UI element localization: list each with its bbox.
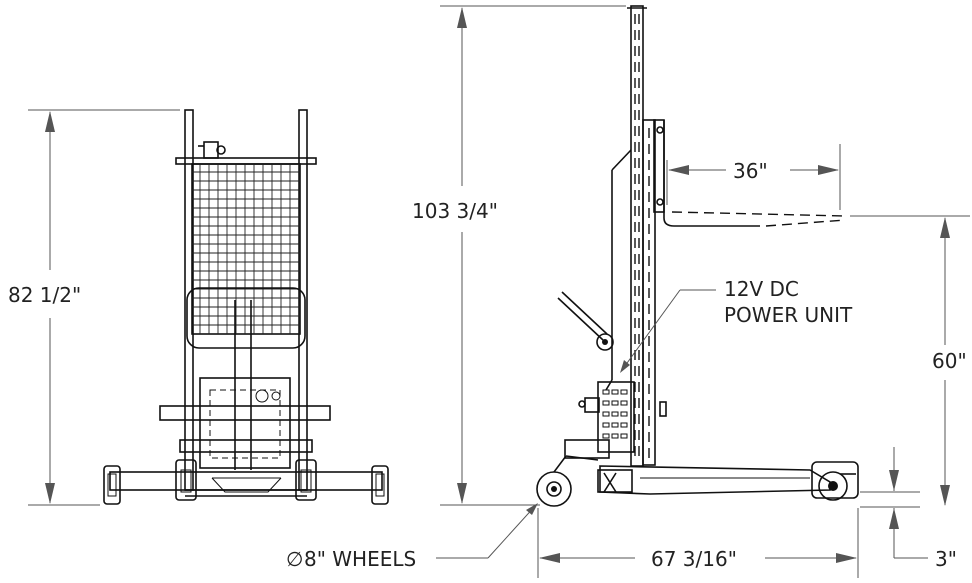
dimension-overall-height: 103 3/4" (412, 5, 626, 506)
mesh-guard (191, 163, 301, 335)
front-view (103, 109, 389, 505)
dimension-lift-height: 60" (850, 215, 970, 506)
callout-wheels: ∅ 8" WHEELS (286, 503, 538, 571)
dim-label-front-height: 82 1/2" (8, 283, 81, 307)
steer-wheel (536, 455, 599, 507)
dimension-front-height: 82 1/2" (8, 109, 180, 506)
dimension-ground-clearance: 3" (860, 447, 957, 571)
dim-label-overall-height: 103 3/4" (412, 199, 498, 223)
front-wheel-left-inner (175, 459, 197, 501)
front-wheel-left-outer (103, 465, 121, 505)
callout-power-unit: 12V DC POWER UNIT (620, 277, 853, 373)
callout-wheels-label: 8" WHEELS (304, 547, 416, 571)
dim-label-fork-length: 36" (733, 159, 768, 183)
front-wheel-right-inner (295, 459, 317, 501)
side-view (536, 5, 859, 507)
dim-label-lift-height: 60" (932, 349, 967, 373)
callout-power-unit-line2: POWER UNIT (724, 303, 853, 327)
front-wheel-right-outer (371, 465, 389, 505)
diameter-symbol: ∅ (286, 547, 303, 571)
dim-label-ground-clearance: 3" (935, 547, 957, 571)
dimension-overall-length: 67 3/16" (537, 508, 859, 578)
dimension-fork-length: 36" (666, 144, 841, 210)
dim-label-overall-length: 67 3/16" (651, 547, 737, 571)
callout-power-unit-line1: 12V DC (724, 277, 799, 301)
